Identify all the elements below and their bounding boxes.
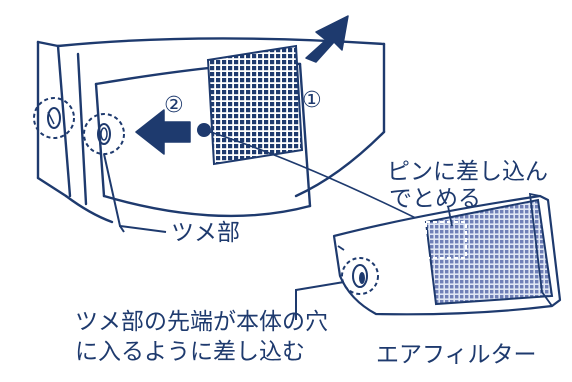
tab-dashed-circle bbox=[83, 113, 125, 155]
arrow-up-right-icon bbox=[305, 15, 349, 63]
unit-body bbox=[36, 37, 386, 224]
pin-instruction-line1: ピンに差し込ん bbox=[387, 159, 548, 185]
insert-instruction-line1: ツメ部の先端が本体の穴 bbox=[75, 309, 328, 335]
insert-leader bbox=[295, 281, 345, 320]
step-one-marker: ① bbox=[302, 88, 322, 113]
pin-label-leader bbox=[447, 205, 453, 227]
step-two-marker: ② bbox=[164, 93, 184, 118]
unit-mesh-window bbox=[206, 44, 304, 166]
pin-leader bbox=[197, 123, 441, 231]
hole-dashed-circle bbox=[33, 97, 75, 139]
air-filter bbox=[332, 192, 562, 316]
air-filter-label: エアフィルター bbox=[376, 342, 537, 368]
tsume-leader bbox=[103, 153, 167, 233]
tsume-label: ツメ部 bbox=[171, 220, 240, 246]
insert-instruction-line2: に入るように差し込む bbox=[75, 339, 305, 365]
pin-instruction-line2: でとめる bbox=[389, 186, 481, 212]
arrow-left-icon bbox=[135, 109, 191, 155]
